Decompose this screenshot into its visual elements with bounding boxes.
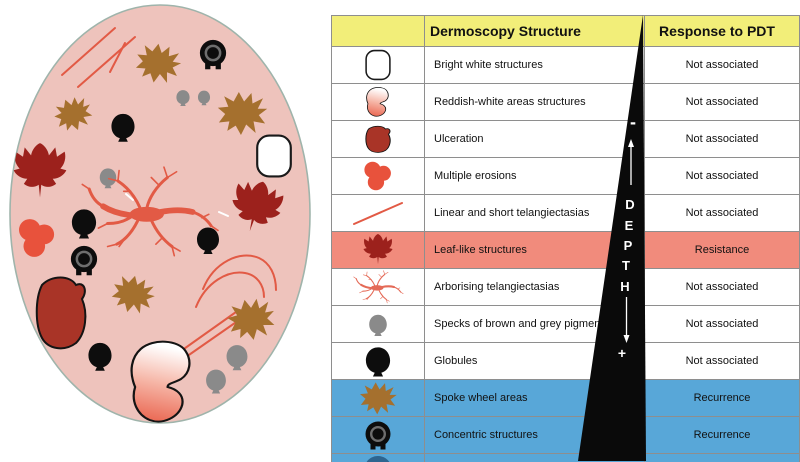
row-label: Ulceration bbox=[425, 121, 645, 157]
pigment-speck-icon bbox=[369, 314, 387, 336]
curved-vessel-lines bbox=[180, 254, 277, 358]
row-label: Arborising telangiectasias bbox=[425, 269, 645, 305]
leaf-like-structure-icon bbox=[363, 234, 393, 265]
row-response: Not associated bbox=[685, 96, 759, 108]
table-row: Leaf-like structures Resistance bbox=[332, 232, 799, 269]
table-row: Blue ovoid nests Recurrence bbox=[332, 454, 799, 462]
table-header-row: Dermoscopy Structure Response to PDT bbox=[332, 16, 799, 47]
row-label: Reddish-white areas structures bbox=[425, 84, 645, 120]
row-response: Recurrence bbox=[645, 454, 799, 462]
structure-column-header: Dermoscopy Structure bbox=[425, 16, 645, 46]
row-response: Not associated bbox=[685, 207, 759, 219]
ulceration-icon bbox=[365, 125, 391, 153]
row-label: Blue ovoid nests bbox=[425, 454, 645, 462]
row-response: Not associated bbox=[685, 281, 759, 293]
row-response: Not associated bbox=[685, 355, 759, 367]
lesion-illustration bbox=[9, 4, 311, 424]
row-label: Leaf-like structures bbox=[425, 232, 645, 268]
table-row: Concentric structures Recurrence bbox=[332, 417, 799, 454]
row-label: Concentric structures bbox=[425, 417, 645, 453]
row-label: Specks of brown and grey pigment bbox=[425, 306, 645, 342]
table-row: Arborising telangiectasias Not associate… bbox=[332, 269, 799, 306]
row-response: Not associated bbox=[685, 133, 759, 145]
concentric-structure-icon bbox=[364, 420, 392, 451]
response-column-header: Response to PDT bbox=[659, 23, 775, 39]
row-label: Linear and short telangiectasias bbox=[425, 195, 645, 231]
row-response: Resistance bbox=[694, 244, 750, 256]
table-row: Reddish-white areas structures Not assoc… bbox=[332, 84, 799, 121]
table-body: Bright white structures Not associated R… bbox=[332, 47, 799, 462]
table-row: Multiple erosions Not associated bbox=[332, 158, 799, 195]
table-row: Spoke wheel areas Recurrence bbox=[332, 380, 799, 417]
row-response: Not associated bbox=[685, 59, 759, 71]
vessel-highlight bbox=[125, 193, 229, 217]
bright-white-structure-icon bbox=[365, 49, 391, 81]
table-row: Specks of brown and grey pigment Not ass… bbox=[332, 306, 799, 343]
multiple-erosions-icon bbox=[364, 161, 391, 191]
reddish-white-area-icon bbox=[366, 87, 389, 117]
globule-icon bbox=[365, 347, 391, 377]
table-row: Linear and short telangiectasias Not ass… bbox=[332, 195, 799, 232]
row-response: Not associated bbox=[685, 318, 759, 330]
blue-ovoid-nest-icon bbox=[363, 456, 393, 462]
row-label: Spoke wheel areas bbox=[425, 380, 645, 416]
dermoscopy-table: Dermoscopy Structure Response to PDT Bri… bbox=[331, 15, 800, 462]
row-response: Not associated bbox=[685, 170, 759, 182]
arborising-telangiectasia-icon bbox=[352, 269, 405, 305]
linear-telangiectasia-icon bbox=[61, 27, 136, 88]
table-row: Globules Not associated bbox=[332, 343, 799, 380]
linear-telangiectasia-icon bbox=[353, 202, 403, 225]
table-row: Ulceration Not associated bbox=[332, 121, 799, 158]
spoke-wheel-icon bbox=[360, 382, 397, 415]
icon-column-header bbox=[332, 16, 425, 46]
row-response: Recurrence bbox=[693, 392, 751, 404]
bright-white-structure-icon bbox=[256, 134, 292, 178]
row-label: Globules bbox=[425, 343, 645, 379]
row-response: Recurrence bbox=[693, 429, 751, 441]
row-label: Bright white structures bbox=[425, 47, 645, 83]
row-label: Multiple erosions bbox=[425, 158, 645, 194]
table-row: Bright white structures Not associated bbox=[332, 47, 799, 84]
ulceration-icon bbox=[35, 276, 87, 350]
